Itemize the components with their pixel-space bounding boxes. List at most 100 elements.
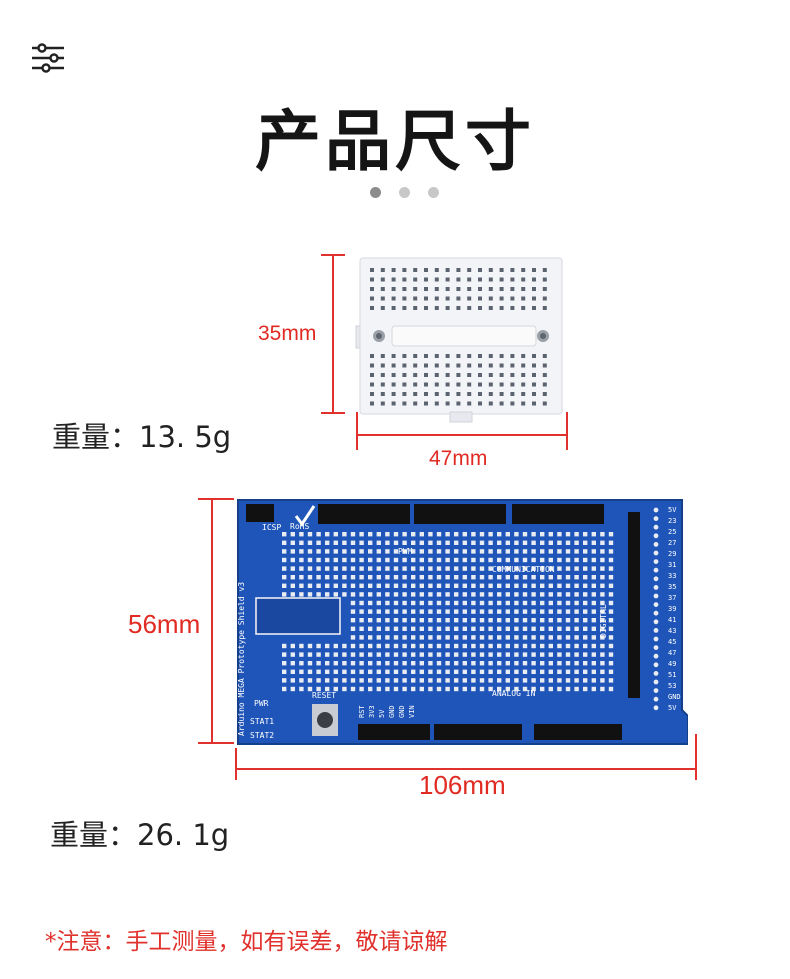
header-pad <box>653 567 659 573</box>
proto-pad <box>419 549 424 554</box>
dimension-line-horizontal <box>236 768 696 770</box>
proto-pad <box>522 652 528 657</box>
proto-pad <box>419 652 424 657</box>
proto-pad <box>514 669 519 674</box>
header-pad <box>653 653 659 659</box>
proto-pad <box>505 557 510 563</box>
proto-pad <box>419 609 424 614</box>
proto-pad <box>359 635 364 640</box>
proto-pad <box>514 583 519 588</box>
proto-pad <box>333 686 338 692</box>
shield-side-text: Arduino MEGA Prototype Shield v3 <box>237 582 246 736</box>
proto-pad <box>471 566 476 571</box>
proto-pad <box>282 652 287 657</box>
proto-pad <box>436 669 442 674</box>
proto-pad <box>565 678 571 683</box>
breadboard-hole <box>488 277 493 282</box>
proto-pad <box>359 609 364 614</box>
proto-pad <box>583 661 588 666</box>
proto-pad <box>299 583 304 588</box>
proto-pad <box>307 661 313 666</box>
breadboard-hole <box>402 392 407 396</box>
carousel-dot[interactable] <box>370 187 381 198</box>
proto-pad <box>350 678 356 683</box>
proto-pad <box>445 575 450 580</box>
proto-pad <box>600 592 605 597</box>
proto-pad <box>462 643 467 649</box>
proto-pad <box>548 575 553 580</box>
proto-pad <box>376 592 381 597</box>
breadboard-hole <box>510 401 515 406</box>
proto-pad <box>488 669 493 674</box>
proto-pad <box>557 686 562 692</box>
proto-pad <box>385 557 390 563</box>
carousel-dot[interactable] <box>399 187 410 198</box>
proto-pad <box>557 557 562 563</box>
dimension-tick <box>566 412 568 450</box>
proto-pad <box>282 669 287 674</box>
proto-pad <box>608 609 614 614</box>
proto-pad <box>565 540 571 545</box>
proto-pad <box>514 600 519 606</box>
proto-pad <box>531 626 536 631</box>
carousel-dot[interactable] <box>428 187 439 198</box>
breadboard-hole <box>434 277 439 282</box>
breadboard-hole <box>380 306 385 310</box>
proto-pad <box>608 669 614 674</box>
proto-pad <box>393 557 399 563</box>
breadboard-hole <box>499 401 504 406</box>
proto-pad <box>462 592 467 597</box>
proto-pad <box>583 549 588 554</box>
breadboard-hole <box>456 306 461 310</box>
proto-pad <box>600 532 605 537</box>
proto-pad <box>376 626 381 631</box>
proto-pad <box>419 678 424 683</box>
proto-pad <box>333 549 338 554</box>
proto-pad <box>376 678 381 683</box>
proto-pad <box>557 583 562 588</box>
shield-weight: 重量：26. 1g <box>50 818 230 852</box>
proto-pad <box>350 557 356 563</box>
proto-pad <box>454 566 459 571</box>
proto-pad <box>436 566 442 571</box>
proto-pad <box>419 643 424 649</box>
proto-pad <box>376 661 381 666</box>
proto-pad <box>419 661 424 666</box>
proto-pad <box>385 678 390 683</box>
proto-pad <box>608 532 614 537</box>
proto-pad <box>368 686 373 692</box>
breadboard-hole <box>521 373 526 377</box>
pin-number-label: 49 <box>668 660 676 668</box>
breadboard-hole <box>370 373 374 377</box>
proto-pad <box>325 652 330 657</box>
proto-pad <box>454 583 459 588</box>
proto-pad <box>299 566 304 571</box>
proto-pad <box>583 686 588 692</box>
proto-pad <box>445 635 450 640</box>
proto-pad <box>479 678 485 683</box>
pin-number-label: 29 <box>668 550 676 558</box>
proto-pad <box>368 583 373 588</box>
proto-pad <box>385 575 390 580</box>
breadboard-hole <box>413 354 418 358</box>
proto-pad <box>540 643 545 649</box>
proto-pad <box>471 626 476 631</box>
proto-pad <box>411 669 416 674</box>
pin-number-label: 39 <box>668 605 676 613</box>
proto-pad <box>600 661 605 666</box>
proto-pad <box>540 618 545 623</box>
proto-pad <box>342 661 347 666</box>
proto-pad <box>565 592 571 597</box>
proto-pad <box>419 557 424 563</box>
proto-pad <box>402 557 407 563</box>
proto-pad <box>540 592 545 597</box>
proto-pad <box>411 540 416 545</box>
sliders-icon[interactable] <box>28 40 68 76</box>
carousel-indicator <box>370 187 439 198</box>
proto-pad <box>436 532 442 537</box>
proto-pad <box>454 635 459 640</box>
power-pin-label: 5V <box>378 709 386 718</box>
power-pin-label: 3V3 <box>368 705 376 718</box>
breadboard-hole <box>532 373 536 377</box>
proto-pad <box>608 557 614 563</box>
